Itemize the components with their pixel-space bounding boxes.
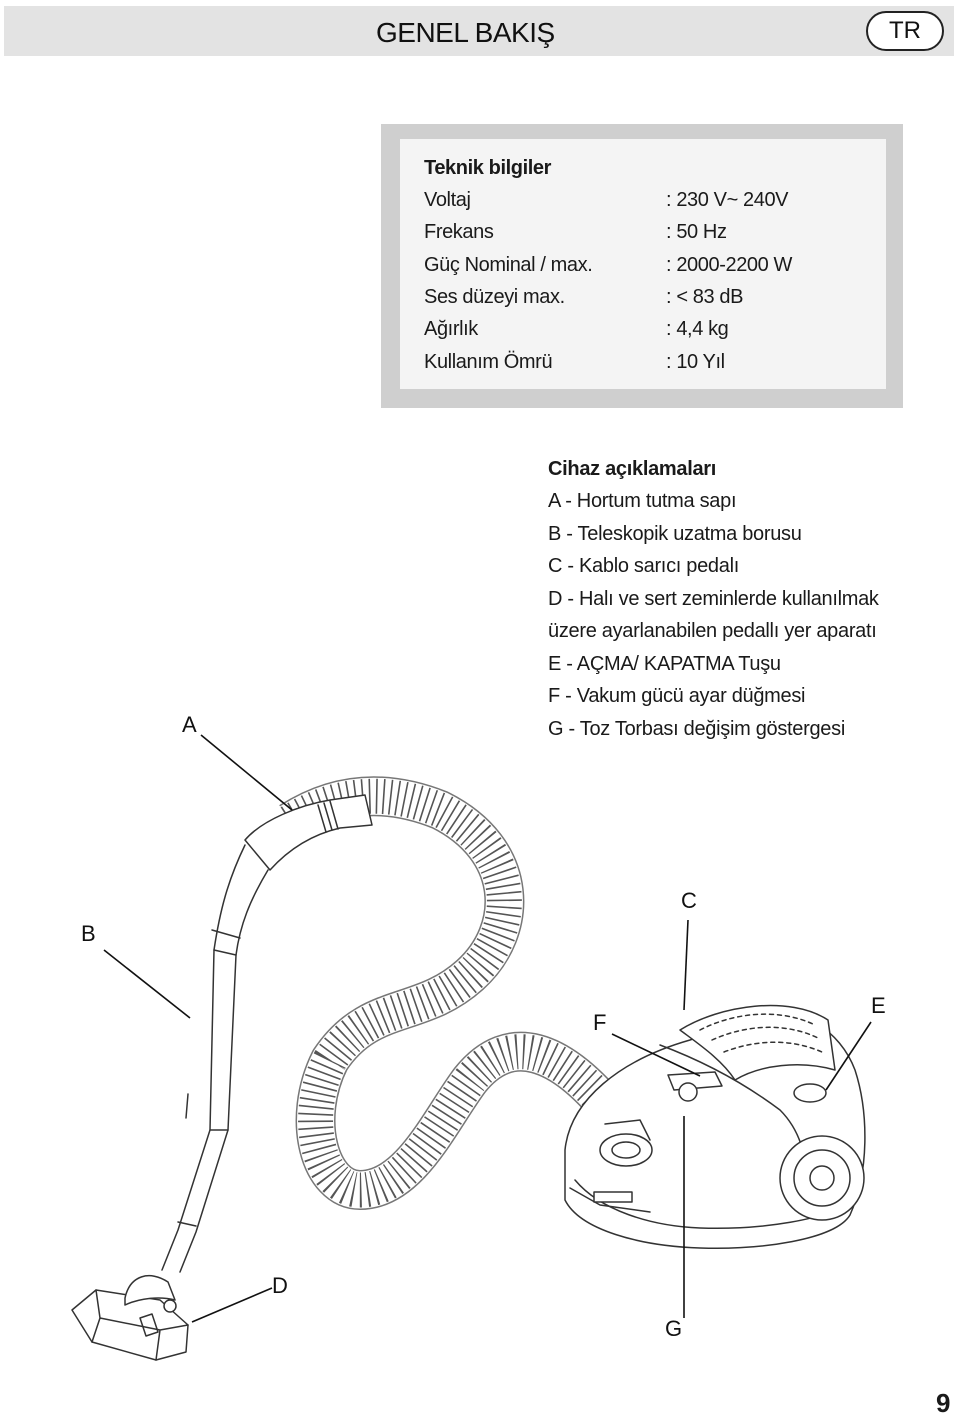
callout-f: F	[593, 1010, 607, 1035]
legend-title: Cihaz açıklamaları	[548, 458, 717, 480]
spec-row: Voltaj : 230 V~ 240V	[424, 187, 789, 213]
legend-item: D - Halı ve sert zeminlerde kullanılmak	[548, 587, 879, 610]
rear-wheel	[779, 1135, 865, 1221]
spec-label: Voltaj	[424, 189, 471, 211]
leader-line	[200, 734, 293, 811]
legend-item: A - Hortum tutma sapı	[548, 490, 737, 512]
spec-value: : 230 V~ 240V	[666, 189, 789, 211]
spec-row: Kullanım Ömrü : 10 Yıl	[424, 349, 725, 375]
spec-label: Frekans	[424, 221, 494, 243]
legend-item: E - AÇMA/ KAPATMA Tuşu	[548, 652, 781, 675]
spec-label: Ağırlık	[424, 318, 478, 340]
leader-line	[103, 949, 191, 1019]
spec-row: Güç Nominal / max. : 2000-2200 W	[424, 252, 792, 278]
hose-handle	[244, 794, 373, 871]
callout-b: B	[81, 921, 96, 946]
header-bar	[4, 6, 954, 56]
legend-item: C - Kablo sarıcı pedalı	[548, 555, 739, 577]
callout-c: C	[681, 888, 697, 913]
legend-item: üzere ayarlanabilen pedallı yer aparatı	[548, 620, 877, 642]
spec-label: Ses düzeyi max.	[424, 286, 565, 308]
spec-value: : 2000-2200 W	[666, 254, 792, 276]
legend-item: B - Teleskopik uzatma borusu	[548, 522, 802, 545]
callout-a: A	[182, 712, 197, 737]
callout-g: G	[665, 1316, 683, 1341]
spec-value: : 50 Hz	[666, 221, 727, 243]
spec-value: : 10 Yıl	[666, 351, 725, 373]
spec-label: Güç Nominal / max.	[424, 254, 593, 276]
spec-label: Kullanım Ömrü	[424, 351, 553, 373]
spec-row: Ses düzeyi max. : < 83 dB	[424, 284, 743, 310]
spec-row: Ağırlık : 4,4 kg	[424, 316, 729, 342]
leader-line	[191, 1287, 273, 1323]
device-legend: Cihaz açıklamaları A - Hortum tutma sapı…	[548, 453, 879, 745]
language-badge: TR	[866, 11, 944, 51]
leader-line	[611, 1033, 701, 1077]
spec-value: : 4,4 kg	[666, 318, 729, 340]
callout-e: E	[871, 993, 886, 1018]
legend-item: G - Toz Torbası değişim göstergesi	[548, 717, 845, 740]
spec-row: Frekans : 50 Hz	[424, 219, 727, 245]
legend-item: F - Vakum gücü ayar düğmesi	[548, 685, 806, 707]
spec-box	[400, 139, 886, 389]
leader-line	[825, 1021, 872, 1091]
page-number: 9	[936, 1388, 951, 1418]
spec-title: Teknik bilgiler	[424, 157, 551, 179]
page-title: GENEL BAKIŞ	[376, 17, 555, 48]
telescopic-tube	[161, 844, 246, 1271]
hose-inlet	[599, 1133, 653, 1167]
callout-d: D	[272, 1273, 288, 1298]
leader-line	[683, 919, 689, 1011]
spec-value: : < 83 dB	[666, 286, 744, 308]
